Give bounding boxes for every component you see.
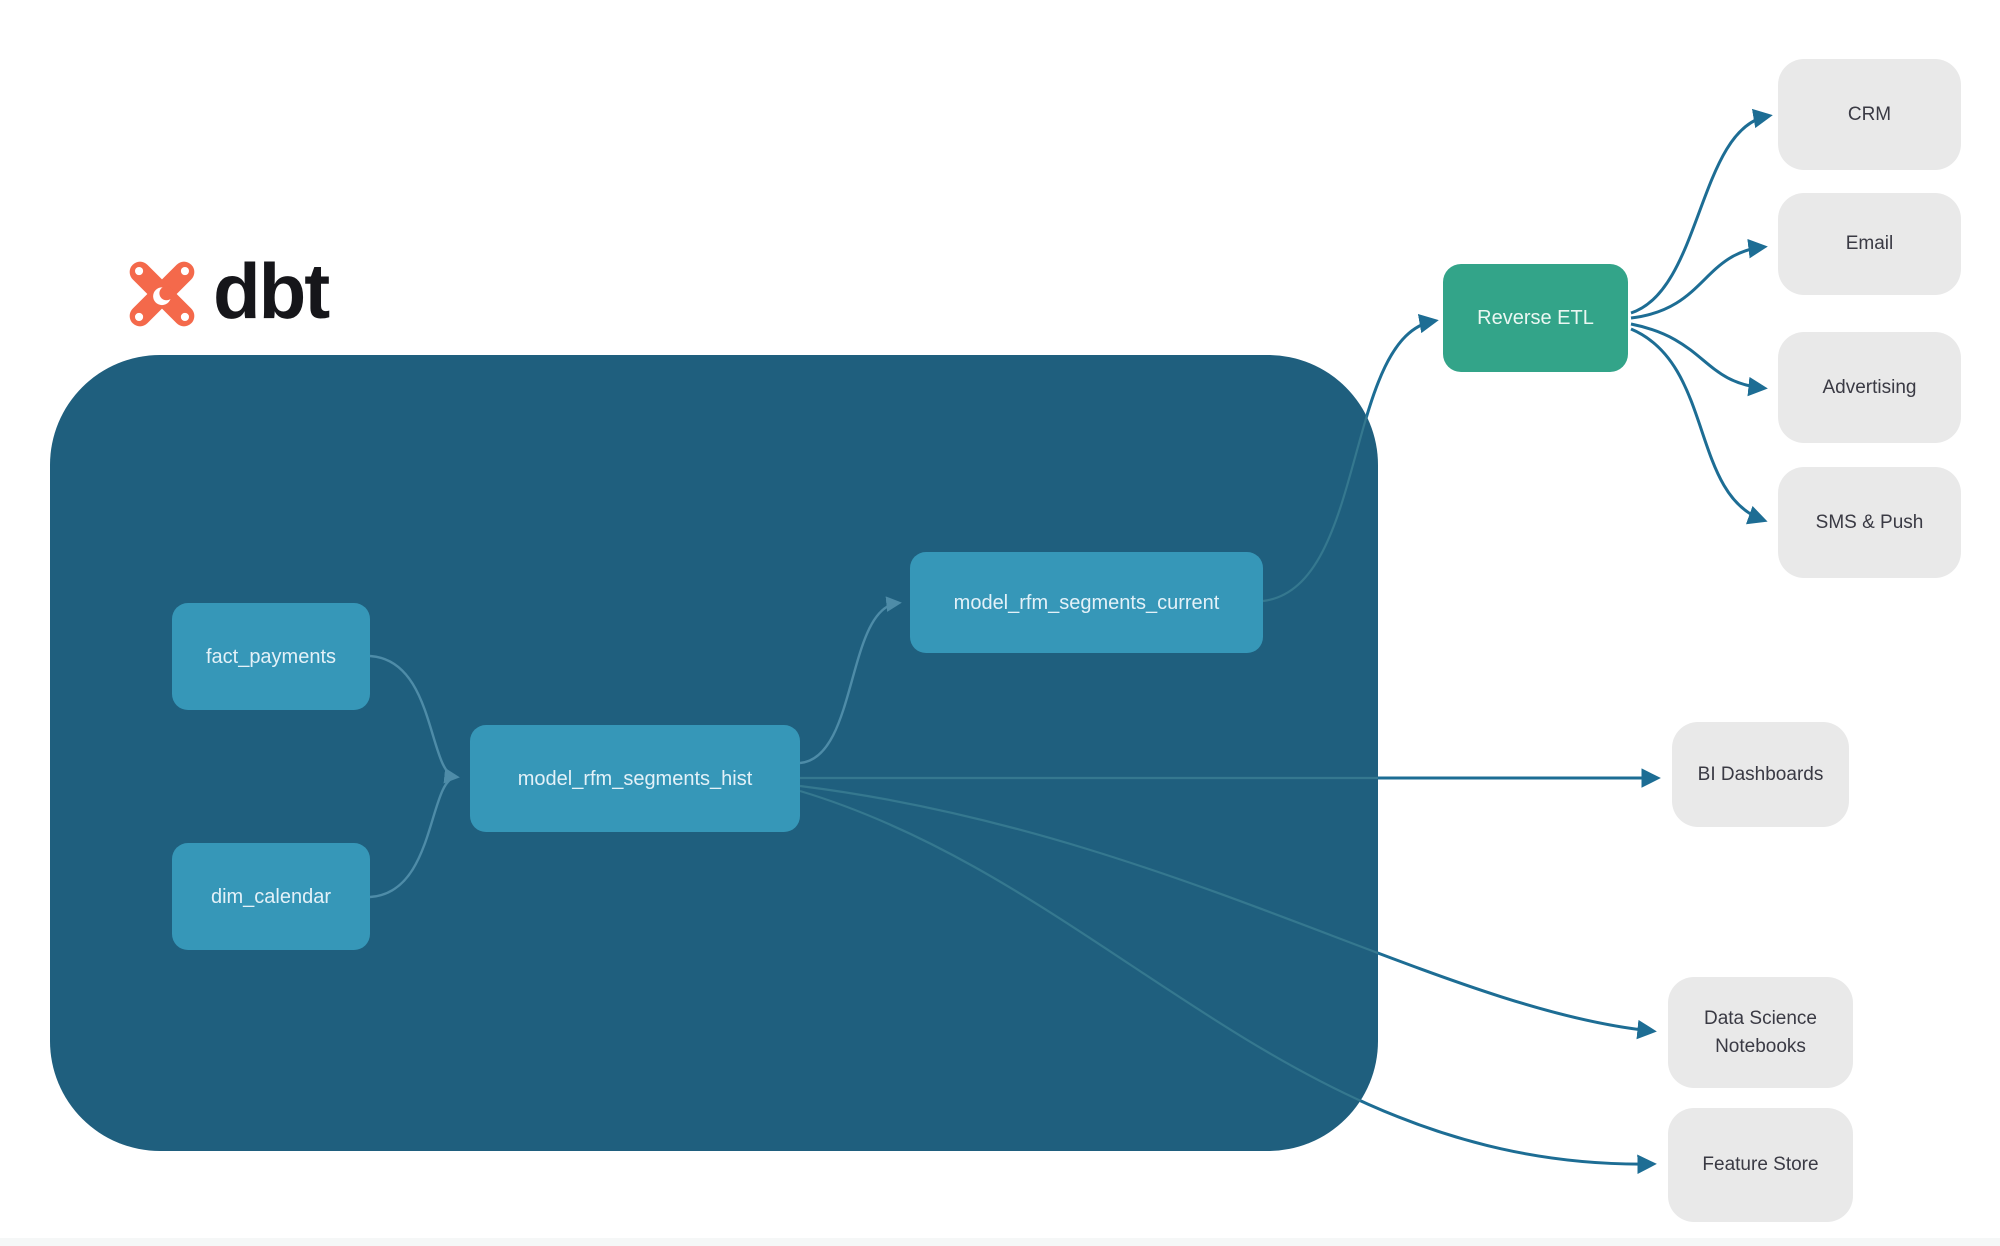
edge-reverse_etl-advertising: [1630, 322, 1768, 397]
node-fact_payments: fact_payments: [172, 603, 370, 710]
node-crm: CRM: [1778, 59, 1961, 170]
node-model_rfm_segments_hist: model_rfm_segments_hist: [470, 725, 800, 832]
node-sms-push: SMS & Push: [1778, 467, 1961, 578]
node-label: BI Dashboards: [1697, 763, 1824, 785]
node-label: CRM: [1847, 103, 1892, 125]
node-label: SMS & Push: [1815, 511, 1924, 533]
node-dim_calendar: dim_calendar: [172, 843, 370, 950]
node-label: fact_payments: [205, 645, 337, 668]
node-label: Reverse ETL: [1477, 306, 1594, 329]
dbt-star-icon: [125, 255, 199, 333]
node-email: Email: [1778, 193, 1961, 295]
edge-reverse_etl-sms_push: [1630, 327, 1768, 525]
dbt-logo: dbt: [125, 247, 330, 336]
node-label: Advertising: [1822, 376, 1917, 398]
node-bi-dashboards: BI Dashboards: [1672, 722, 1849, 827]
node-label: Feature Store: [1702, 1154, 1819, 1176]
node-feature-store: Feature Store: [1668, 1108, 1853, 1222]
edge-reverse_etl-email: [1630, 238, 1768, 320]
edge-reverse_etl-crm: [1630, 108, 1773, 315]
node-label: Email: [1845, 233, 1894, 255]
node-data-science-notebooks: Data Science Notebooks: [1668, 977, 1853, 1088]
node-model_rfm_segments_current: model_rfm_segments_current: [910, 552, 1263, 653]
node-label: dim_calendar: [210, 885, 332, 908]
node-reverse-etl: Reverse ETL: [1443, 264, 1628, 372]
node-advertising: Advertising: [1778, 332, 1961, 443]
dbt-wordmark: dbt: [213, 247, 330, 335]
node-label: model_rfm_segments_current: [953, 591, 1220, 614]
node-label: model_rfm_segments_hist: [517, 767, 753, 790]
canvas-bottom-edge: [0, 1238, 2000, 1246]
node-label: Data Science Notebooks: [1703, 1007, 1817, 1057]
